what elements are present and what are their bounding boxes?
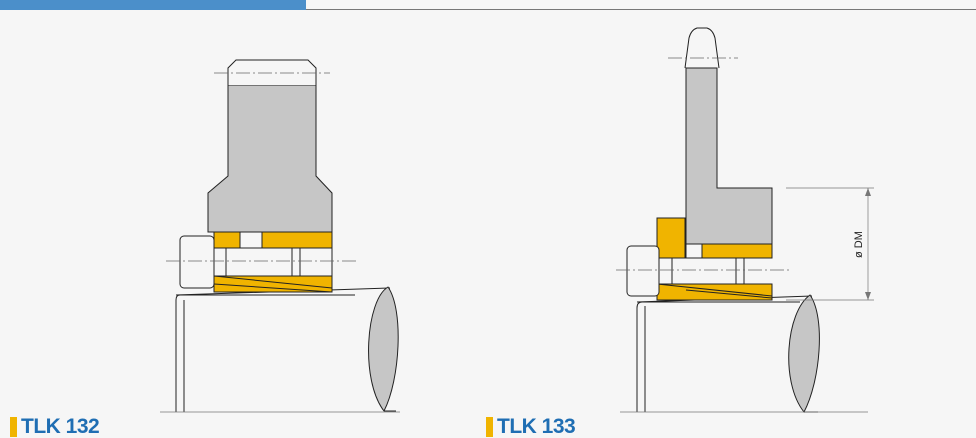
hub-body (207, 84, 333, 233)
screw-head (179, 235, 215, 289)
caption-tlk-132: TLK 132 (10, 415, 100, 438)
caption-marker (486, 416, 493, 437)
left-flange (656, 217, 686, 261)
shaft-left (175, 294, 355, 412)
header-rule (306, 9, 976, 10)
figure-tlk-132 (160, 59, 400, 413)
screw-head-2 (626, 245, 660, 297)
hub-top (227, 59, 317, 85)
dimension-label: ø DM (853, 231, 865, 258)
figure-title: TLK 133 (497, 415, 576, 438)
figure-tlk-133 (616, 27, 874, 413)
gear-body (685, 67, 773, 245)
shaft-left-2 (636, 301, 800, 412)
shaft-end-lens (368, 286, 399, 412)
caption-tlk-133: TLK 133 (486, 415, 576, 438)
caption-marker (10, 416, 17, 437)
screw-body (213, 247, 301, 277)
header-tab (0, 0, 306, 10)
ring-lower-2 (656, 283, 773, 301)
ring-upper (213, 231, 333, 249)
taper-line (213, 275, 333, 289)
gear-tooth (684, 27, 720, 69)
ring-lower (213, 275, 333, 293)
shaft-end-lens-2 (788, 294, 820, 413)
figure-title: TLK 132 (21, 415, 100, 438)
